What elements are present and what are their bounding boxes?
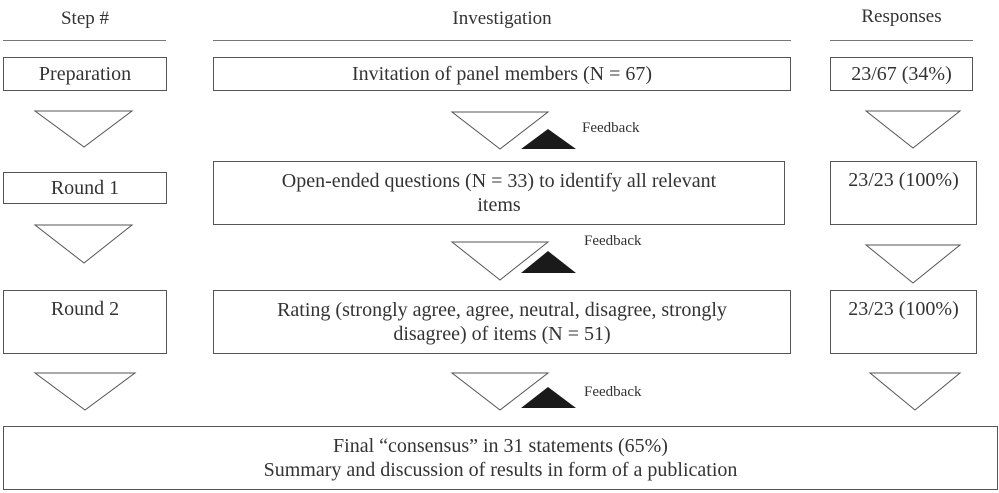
response-text: 23/23 (100%) [848, 298, 959, 320]
investigation-box-preparation: Invitation of panel members (N = 67) [213, 57, 791, 91]
down-arrow-response-1 [864, 110, 962, 149]
down-arrow-response-2 [864, 244, 962, 284]
response-box-round-1: 23/23 (100%) [830, 161, 977, 225]
down-arrow-response-3 [868, 372, 962, 411]
step-box-round-1: Round 1 [3, 172, 167, 204]
final-consensus-box: Final “consensus” in 31 statements (65%)… [3, 426, 998, 490]
down-arrow-investigation-3 [450, 372, 550, 411]
down-arrow-step-1 [33, 110, 134, 148]
step-box-round-2: Round 2 [3, 290, 167, 354]
final-line-2: Summary and discussion of results in for… [263, 459, 738, 481]
investigation-text-line-2: items [477, 194, 521, 216]
step-label: Preparation [38, 63, 132, 85]
investigation-text-line-1: Open-ended questions (N = 33) to identif… [281, 170, 717, 192]
investigation-box-round-2: Rating (strongly agree, agree, neutral, … [213, 290, 791, 354]
header-responses: Responses [861, 6, 942, 27]
down-arrow-investigation-1 [450, 111, 550, 150]
step-label: Round 1 [50, 177, 120, 199]
investigation-box-round-1: Open-ended questions (N = 33) to identif… [213, 161, 785, 225]
feedback-label-2: Feedback [584, 233, 642, 249]
down-arrow-step-3 [33, 372, 137, 411]
header-investigation: Investigation [452, 8, 552, 29]
step-label: Round 2 [50, 298, 120, 320]
feedback-up-triangle-3 [521, 387, 576, 408]
investigation-text-line-2: disagree) of items (N = 51) [393, 323, 611, 345]
final-line-1: Final “consensus” in 31 statements (65%) [333, 435, 668, 457]
investigation-text: Invitation of panel members (N = 67) [351, 63, 653, 85]
step-box-preparation: Preparation [3, 57, 167, 91]
header-rule-step [3, 40, 166, 41]
down-arrow-step-2 [33, 224, 134, 264]
feedback-label-1: Feedback [582, 120, 640, 136]
feedback-label-3: Feedback [584, 384, 642, 400]
header-rule-investigation [213, 40, 791, 41]
response-box-round-2: 23/23 (100%) [830, 290, 977, 354]
header-rule-responses [830, 40, 973, 41]
header-step: Step # [60, 8, 110, 29]
feedback-up-triangle-2 [521, 251, 576, 273]
response-text: 23/67 (34%) [851, 63, 952, 85]
response-box-preparation: 23/67 (34%) [830, 57, 973, 91]
feedback-up-triangle-1 [521, 129, 576, 149]
down-arrow-investigation-2 [450, 241, 550, 281]
response-text: 23/23 (100%) [848, 169, 959, 191]
investigation-text-line-1: Rating (strongly agree, agree, neutral, … [277, 299, 727, 321]
